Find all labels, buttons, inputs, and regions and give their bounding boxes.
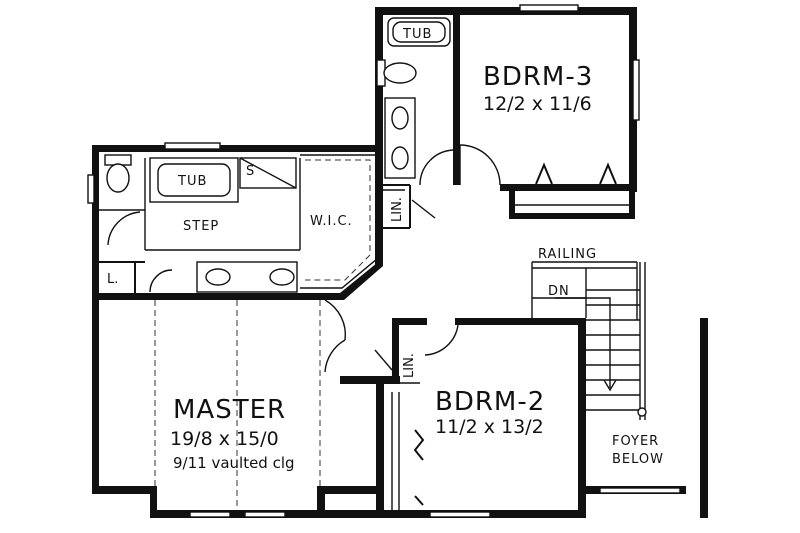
bdrm3-name: BDRM-3 (483, 62, 593, 92)
tub-top-label: TUB (402, 27, 432, 42)
laundry-label: L. (107, 272, 118, 287)
tub-master-label: TUB (177, 174, 207, 189)
master-name: MASTER (173, 395, 286, 425)
bdrm3-dims: 12/2 x 11/6 (483, 93, 592, 115)
bdrm2-dims: 11/2 x 13/2 (435, 416, 544, 438)
foyer-label-line2: BELOW (612, 452, 664, 467)
master-ceiling-note: 9/11 vaulted clg (173, 454, 295, 472)
stair-treads (555, 289, 647, 417)
partitions (99, 154, 646, 510)
labels: BDRM-3 12/2 x 11/6 BDRM-2 11/2 x 13/2 MA… (107, 27, 664, 472)
foyer-label-line1: FOYER (612, 434, 659, 449)
railing-label: RAILING (538, 247, 597, 262)
wic-label: W.I.C. (310, 214, 353, 229)
fixtures (104, 17, 451, 286)
dn-label: DN (548, 284, 570, 299)
windows (87, 4, 681, 518)
shower-label: S (246, 164, 255, 179)
door-swings (107, 144, 501, 373)
step-label: STEP (183, 219, 219, 234)
linen-label-lower: LIN. (402, 353, 417, 378)
linen-label-upper: LIN. (390, 197, 405, 222)
bdrm2-name: BDRM-2 (435, 387, 545, 417)
master-dims: 19/8 x 15/0 (170, 428, 279, 450)
